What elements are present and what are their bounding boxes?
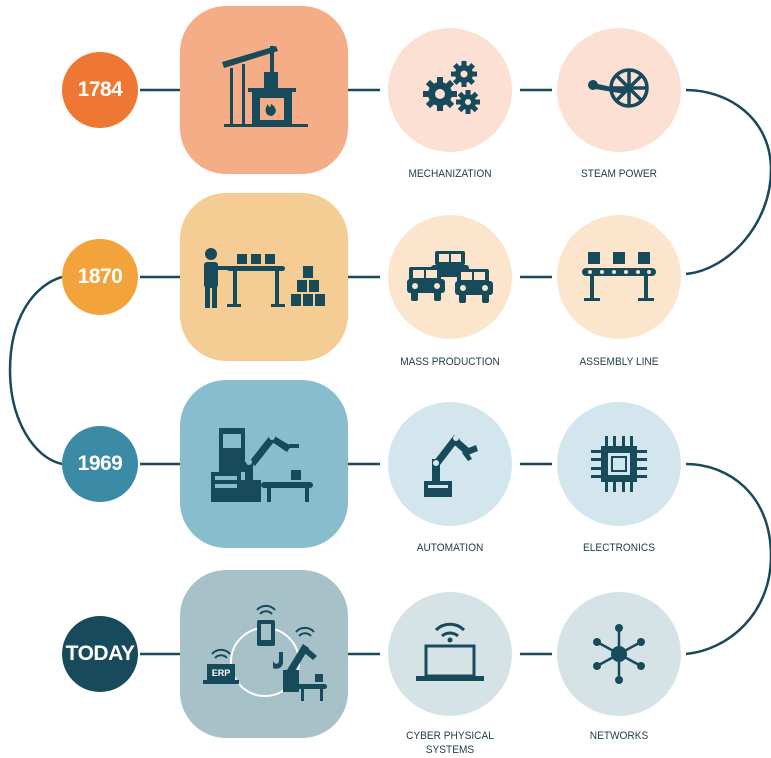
stage-circle-cyber-physical <box>388 592 512 716</box>
year-badge-today: TODAY <box>62 616 138 692</box>
year-badge-1870: 1870 <box>62 239 138 315</box>
year-badge-1969: 1969 <box>62 426 138 502</box>
stage-label: AUTOMATION <box>416 542 484 554</box>
worker-conveyor-icon <box>204 248 325 308</box>
automated-factory-icon <box>211 428 313 502</box>
stage-label: ASSEMBLY LINE <box>579 356 659 368</box>
year-label: TODAY <box>65 642 135 665</box>
network-icon <box>593 624 645 684</box>
conveyor-icon <box>582 252 656 301</box>
year-label: 1784 <box>77 78 123 101</box>
stage-label: STEAM POWER <box>581 168 657 180</box>
stage-circle-networks <box>557 592 681 716</box>
chip-icon <box>591 436 647 492</box>
steam-factory-icon <box>222 46 308 127</box>
year-label: 1969 <box>77 452 123 475</box>
stage-label: ELECTRONICS <box>583 542 655 554</box>
stage-circle-assembly-line <box>557 215 681 339</box>
stage-label: MASS PRODUCTION <box>400 356 500 368</box>
year-badge-1784: 1784 <box>62 52 138 128</box>
era-tile-1784 <box>180 6 348 174</box>
stage-circle-mass-production <box>388 215 512 339</box>
steam-wheel-icon <box>588 68 649 108</box>
erp-label: ERP <box>212 668 231 678</box>
stage-circle-mechanization <box>388 28 512 152</box>
stage-circle-electronics <box>557 402 681 526</box>
gears-icon <box>423 61 480 114</box>
stage-label: MECHANIZATION <box>408 168 492 180</box>
era-tile-1870 <box>180 193 348 361</box>
era-tile-today: ERP <box>180 570 348 738</box>
stage-circle-steam-power <box>557 28 681 152</box>
cars-icon <box>407 251 493 303</box>
stage-circle-automation <box>388 402 512 526</box>
robot-arm-icon <box>424 435 478 497</box>
year-label: 1870 <box>77 265 123 288</box>
stage-label: NETWORKS <box>589 730 649 742</box>
connected-systems-icon: ERP <box>203 604 327 701</box>
laptop-wifi-icon <box>416 622 484 681</box>
era-tile-1969 <box>180 380 348 548</box>
